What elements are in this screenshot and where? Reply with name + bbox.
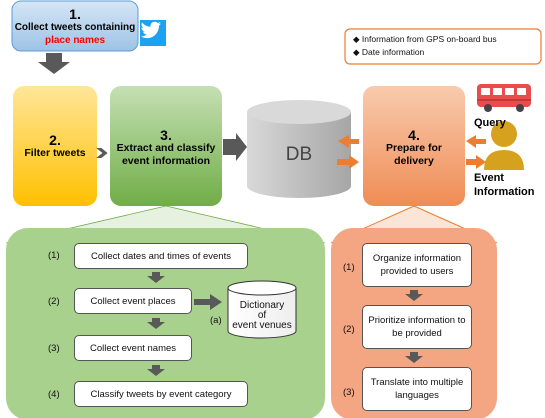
step2-number: 2. bbox=[49, 131, 61, 148]
extract-step-4: Classify tweets by event category bbox=[74, 381, 248, 407]
arrow-step2-to-step3 bbox=[96, 148, 108, 158]
user-icon bbox=[484, 121, 524, 170]
extract-step-1: Collect dates and times of events bbox=[74, 243, 248, 269]
step1-box bbox=[11, 0, 139, 52]
step1-text: Collect tweets containing bbox=[14, 21, 136, 33]
legend: ◆ Information from GPS on-board bus ◆ Da… bbox=[353, 33, 539, 59]
db-cylinder bbox=[247, 100, 351, 198]
event-information-label: Event Information bbox=[474, 171, 535, 199]
extract-step-3: Collect event names bbox=[74, 335, 192, 361]
delivery-step-1-line1: Organize information bbox=[372, 253, 462, 264]
extract-step-3-number: (3) bbox=[48, 343, 60, 354]
dictionary-line3: event venues bbox=[232, 320, 292, 331]
arrow-places-to-dictionary bbox=[194, 294, 222, 310]
legend-bullet: ◆ bbox=[353, 34, 360, 44]
dictionary-marker: (a) bbox=[210, 315, 222, 326]
delivery-step-3: Translate into multiple languages bbox=[362, 367, 472, 411]
delivery-step-2: Prioritize information to be provided bbox=[362, 305, 472, 349]
arrow-delivery-1-2 bbox=[405, 290, 423, 301]
extract-step-2: Collect event places bbox=[74, 288, 192, 314]
event-info-line2: Information bbox=[474, 186, 535, 198]
twitter-bird-icon bbox=[140, 20, 166, 46]
delivery-step-3-line1: Translate into multiple bbox=[370, 377, 464, 388]
arrow-extract-3-4 bbox=[147, 365, 165, 376]
legend-bullet: ◆ bbox=[353, 47, 360, 57]
step4-box bbox=[363, 86, 465, 206]
dictionary-label: Dictionary of event venues bbox=[228, 298, 296, 334]
arrow-step1-to-step2 bbox=[38, 53, 70, 74]
step4-text-line1: Prepare for bbox=[385, 142, 443, 154]
db-label: DB bbox=[285, 144, 313, 165]
delivery-step-1-number: (1) bbox=[343, 262, 355, 273]
legend-item-date: ◆ Date information bbox=[353, 46, 539, 59]
step4-text-line2: delivery bbox=[394, 155, 434, 167]
step4-label: 4. Prepare for delivery bbox=[363, 124, 465, 172]
step3-box bbox=[110, 86, 222, 206]
step2-box bbox=[13, 86, 97, 206]
step3-label: 3. Extract and classify event informatio… bbox=[110, 124, 222, 172]
step4-number: 4. bbox=[408, 127, 420, 143]
step3-text-line1: Extract and classify bbox=[116, 142, 216, 154]
delivery-step-3-number: (3) bbox=[343, 387, 355, 398]
arrow-event-info bbox=[466, 155, 486, 169]
arrow-step4-to-db bbox=[338, 135, 359, 148]
step1-label: 1. Collect tweets containing place names bbox=[12, 4, 138, 49]
arrow-step3-to-db bbox=[223, 133, 247, 161]
delivery-step-1: Organize information provided to users bbox=[362, 243, 472, 287]
delivery-step-2-number: (2) bbox=[343, 324, 355, 335]
arrow-extract-1-2 bbox=[147, 272, 165, 283]
dictionary-cylinder bbox=[227, 280, 297, 339]
arrow-delivery-2-3 bbox=[405, 352, 423, 363]
delivery-step-2-line2: be provided bbox=[392, 328, 442, 339]
step2-text: Filter tweets bbox=[24, 146, 86, 159]
arrow-extract-2-3 bbox=[147, 318, 165, 329]
delivery-step-1-line2: provided to users bbox=[380, 266, 454, 277]
step1-highlight: place names bbox=[44, 34, 106, 46]
query-label: Query bbox=[474, 117, 506, 129]
extract-detail-panel bbox=[6, 228, 325, 418]
step2-label: 2. Filter tweets bbox=[13, 124, 97, 168]
bus-icon bbox=[477, 84, 531, 112]
legend-text: Date information bbox=[361, 47, 425, 57]
step3-number: 3. bbox=[160, 127, 172, 143]
step1-number: 1. bbox=[69, 5, 81, 22]
delivery-step-3-line2: languages bbox=[395, 390, 439, 401]
extract-step-4-number: (4) bbox=[48, 389, 60, 400]
delivery-step-2-line1: Prioritize information to bbox=[368, 315, 466, 326]
event-info-line1: Event bbox=[474, 172, 504, 184]
arrow-db-to-step4 bbox=[337, 155, 359, 169]
legend-text: Information from GPS on-board bus bbox=[361, 34, 497, 44]
step3-text-line2: event information bbox=[121, 155, 211, 167]
legend-box bbox=[344, 28, 542, 65]
arrow-query bbox=[466, 135, 486, 148]
extract-step-1-number: (1) bbox=[48, 250, 60, 261]
legend-item-gps: ◆ Information from GPS on-board bus bbox=[353, 33, 539, 46]
dictionary-line2: of bbox=[257, 310, 267, 321]
dictionary-line1: Dictionary bbox=[239, 300, 285, 311]
extract-step-2-number: (2) bbox=[48, 296, 60, 307]
